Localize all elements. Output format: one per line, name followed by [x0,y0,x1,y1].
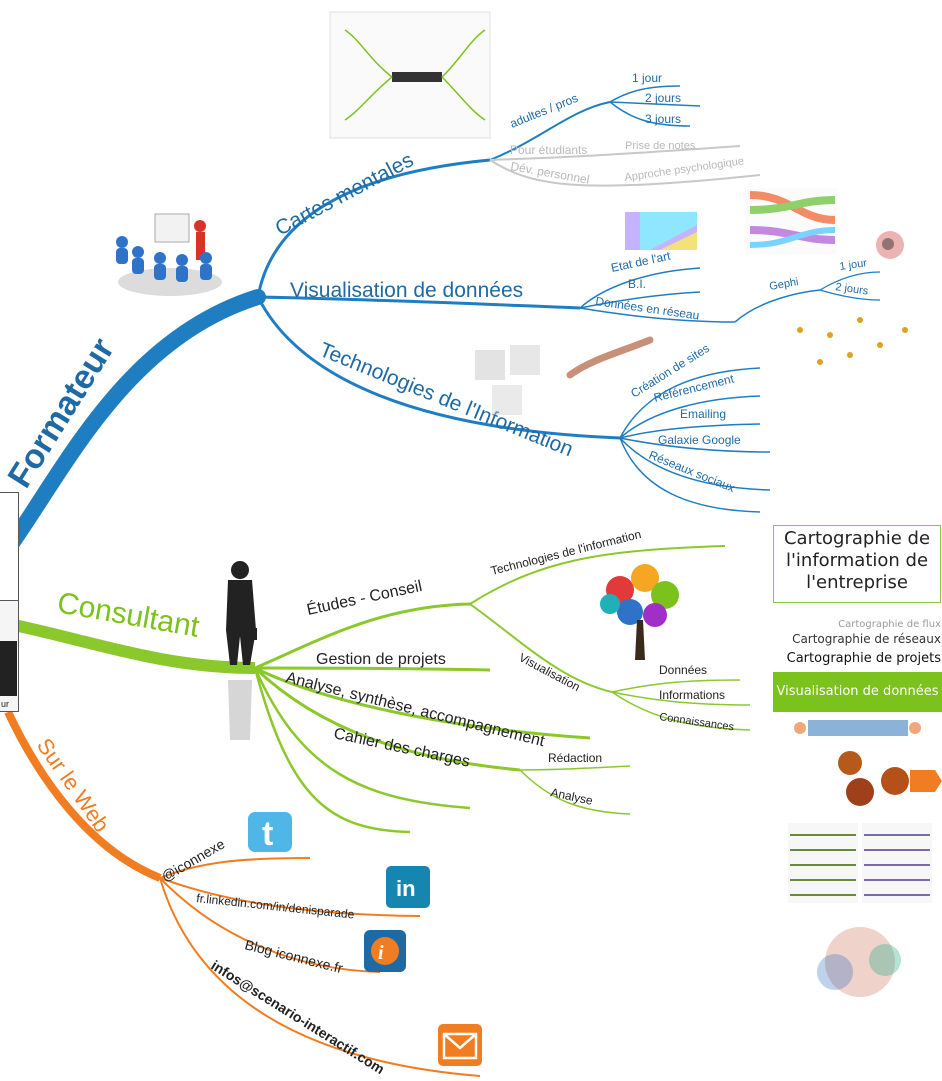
web-label: Sur le Web [32,734,115,837]
connaissances-label: Connaissances [659,711,736,733]
analyse-label: Analyse, synthèse, accompagnement [284,669,547,750]
side-viz-band: Visualisation de données [773,672,942,712]
svg-text:in: in [396,876,416,901]
side-reseaux: Cartographie de réseaux [792,632,941,646]
twitter-label[interactable]: @iconnexe [159,836,228,885]
left-card-photo [0,641,17,696]
carto-title-box: Cartographie de l'information de l'entre… [773,525,941,603]
cartes-label: Cartes mentales [272,148,418,240]
mail-icon[interactable] [438,1024,482,1066]
left-card-bottom: ur [0,600,19,712]
formateur-trunk [0,289,266,568]
linkedin-icon[interactable]: in [386,866,430,908]
informations-label: Informations [659,688,725,702]
web-trunk [4,710,162,882]
svg-text:t: t [262,815,273,853]
left-card-caption: ur [1,699,10,709]
side-projets: Cartographie de projets [786,651,941,666]
cartes-1jour-label: 1 jour [632,71,662,85]
sankey-thumbnail [745,188,837,254]
carto-title: Cartographie de l'information de l'entre… [783,528,931,593]
network-cluster-thumbnail [817,927,901,997]
mindmap-thumbnail [329,11,491,139]
visu-label: Visualisation [517,650,583,694]
businessman-icon [226,561,257,740]
puzzle-tree-icon [600,564,679,660]
linkedin-label[interactable]: fr.linkedin.com/in/denisparade [196,891,356,922]
emailing-label: Emailing [680,407,726,421]
gephi-2jours-label: 2 jours [835,281,870,298]
etat-label: Etat de l'art [610,249,673,275]
cartes-3jours-label: 3 jours [645,112,681,126]
viz-label: Visualisation de données [290,279,523,302]
bi-label: B.I. [628,277,646,291]
adultes-label: adultes / pros [508,91,580,131]
twitter-icon[interactable]: t [248,812,292,853]
training-people-icon [116,213,222,296]
area-chart-thumbnail [625,212,697,250]
etudiants-label: Pour étudiants [510,143,587,157]
google-label: Galaxie Google [658,433,741,447]
gears-thumbnail [838,751,942,806]
svg-text:i: i [378,942,384,964]
process-thumbnail [794,720,921,736]
cahier-label: Cahier des charges [332,725,471,770]
donnees-label: Données [659,663,707,677]
gephi-1jour-label: 1 jour [839,257,868,273]
graph-dots-thumbnail [797,317,908,365]
redaction-label: Rédaction [548,751,602,765]
notes-label: Prise de notes [625,140,696,152]
blog-icon[interactable]: i [364,930,406,972]
gestion-label: Gestion de projets [316,651,446,668]
psy-label: Approche psychologique [624,155,745,184]
mail-label[interactable]: infos@scenario-interactif.com [208,957,387,1077]
network-thumbnail [876,231,904,259]
hand-pointing-image [475,336,654,415]
consultant-trunk [0,616,256,674]
sparklines-thumbnail [788,823,932,903]
gephi-label: Gephi [768,276,799,293]
blog-label[interactable]: Blog iconnexe.fr [243,936,345,976]
side-flux: Cartographie de flux [838,619,941,630]
cartes-2jours-label: 2 jours [645,91,681,105]
reseau-label: Données en réseau [595,294,701,322]
